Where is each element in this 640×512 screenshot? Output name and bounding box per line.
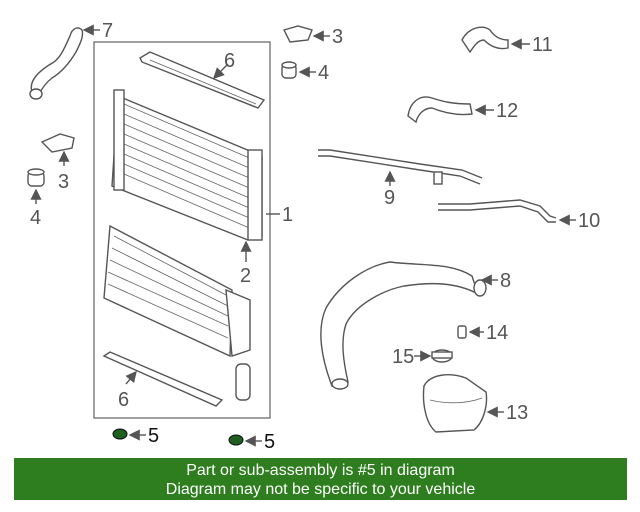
- callout-2: 2: [240, 265, 251, 287]
- receiver-drier[interactable]: [235, 363, 251, 401]
- callout-3-left: 3: [58, 171, 69, 193]
- callout-10: 10: [578, 210, 600, 232]
- part-3-bracket-top[interactable]: [282, 25, 313, 43]
- part-8-hose[interactable]: [320, 261, 487, 390]
- part-6-upper-seal[interactable]: [139, 51, 266, 109]
- notice-banner: Part or sub-assembly is #5 in diagram Di…: [14, 458, 627, 500]
- part-5-mount-right[interactable]: [228, 434, 244, 446]
- callout-9: 9: [384, 187, 395, 209]
- part-4-grommet-top[interactable]: [281, 61, 297, 79]
- callout-4-top: 4: [318, 62, 329, 84]
- condenser[interactable]: [103, 224, 251, 358]
- callout-4-left: 4: [30, 207, 41, 229]
- callout-6-bottom: 6: [118, 389, 129, 411]
- callout-8: 8: [500, 270, 511, 292]
- callout-6-top: 6: [224, 50, 235, 72]
- part-4-grommet-left[interactable]: [27, 168, 45, 187]
- callout-12: 12: [496, 100, 518, 122]
- part-3-bracket-left[interactable]: [40, 133, 75, 153]
- notice-line-2: Diagram may not be specific to your vehi…: [165, 481, 476, 498]
- callout-5-left: 5: [148, 425, 159, 447]
- part-1-radiator[interactable]: [111, 89, 263, 241]
- part-6-lower-seal[interactable]: [102, 351, 224, 407]
- notice-line-1: Part or sub-assembly is #5 in diagram: [186, 462, 455, 479]
- part-9-pipe[interactable]: [318, 149, 483, 185]
- part-11-hose[interactable]: [461, 26, 509, 54]
- part-7-hose[interactable]: [29, 27, 84, 100]
- part-14-sensor[interactable]: [457, 325, 467, 339]
- callout-7: 7: [102, 20, 113, 42]
- part-13-reservoir[interactable]: [422, 374, 488, 433]
- callout-1: 1: [282, 204, 293, 226]
- callout-13: 13: [506, 402, 528, 424]
- callout-5-right: 5: [264, 431, 275, 453]
- callout-3-top: 3: [332, 26, 343, 48]
- radiator-assembly-frame: [93, 41, 271, 419]
- parts-diagram: 7 3 4 6 3 4 1 2: [27, 20, 600, 453]
- part-5-mount-left[interactable]: [112, 428, 128, 440]
- part-15-cap[interactable]: [431, 349, 453, 363]
- part-10-pipe[interactable]: [438, 199, 557, 223]
- part-12-hose[interactable]: [407, 96, 473, 124]
- callout-11: 11: [532, 34, 553, 56]
- callout-15: 15: [392, 346, 414, 368]
- callout-14: 14: [486, 322, 508, 344]
